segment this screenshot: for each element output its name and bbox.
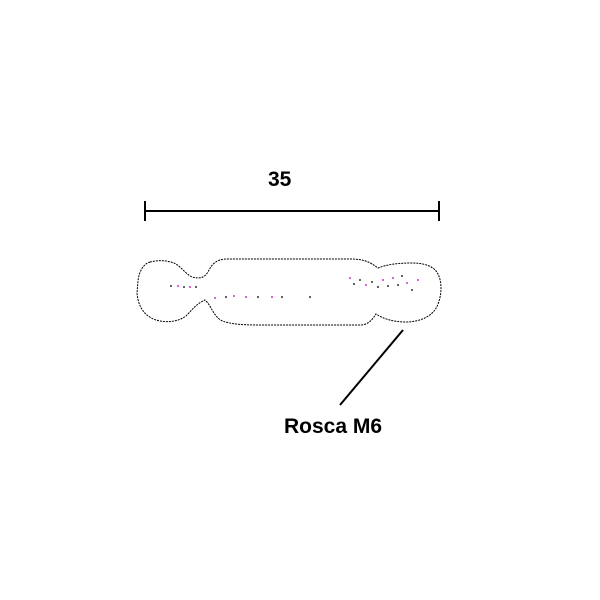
speckle-dot (271, 296, 273, 298)
callout-leader-line (339, 329, 404, 406)
speckle-dot (397, 284, 399, 286)
dimension-label: 35 (268, 168, 292, 191)
speckle-dot (377, 286, 379, 288)
speckle-dot (417, 279, 419, 281)
speckle-dot (281, 296, 283, 298)
speckle-dot (387, 285, 389, 287)
speckle-noise (170, 275, 419, 299)
speckle-dot (309, 296, 311, 298)
speckle-dot (353, 283, 355, 285)
speckle-dot (225, 296, 227, 298)
speckle-dot (392, 277, 394, 279)
speckle-dot (359, 279, 361, 281)
speckle-dot (411, 289, 413, 291)
speckle-dot (371, 281, 373, 283)
speckle-dot (233, 295, 235, 297)
speckle-dot (382, 279, 384, 281)
speckle-dot (195, 286, 197, 288)
part-outline (136, 258, 442, 326)
speckle-dot (189, 286, 191, 288)
speckle-dot (245, 296, 247, 298)
speckle-dot (365, 284, 367, 286)
speckle-dot (257, 296, 259, 298)
thread-callout-label: Rosca M6 (284, 415, 383, 438)
speckle-dot (177, 285, 179, 287)
speckle-dot (349, 277, 351, 279)
speckle-dot (401, 275, 403, 277)
dimension-line (144, 201, 440, 221)
speckle-dot (214, 297, 216, 299)
speckle-dot (183, 286, 185, 288)
speckle-dot (170, 285, 172, 287)
speckle-dot (406, 282, 408, 284)
